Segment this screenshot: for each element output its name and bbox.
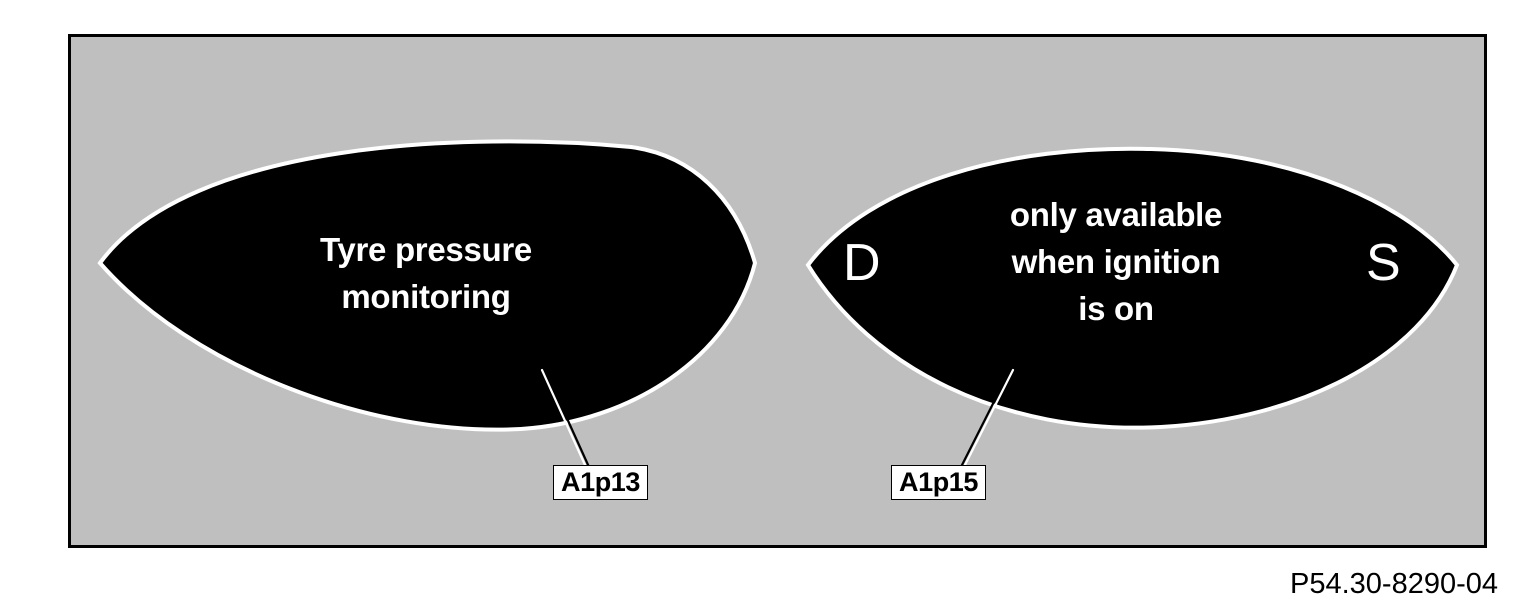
right-display-group: D S only available when ignition is on (71, 37, 1490, 551)
figure-background: Tyre pressure monitoring A1p13 D S (71, 37, 1484, 545)
callout-label-a1p15: A1p15 (899, 467, 979, 497)
figure-frame: Tyre pressure monitoring A1p13 D S (68, 34, 1487, 548)
left-display-lens-shape (97, 139, 758, 432)
right-display-lens-shape (805, 146, 1460, 430)
callout-box-a1p13[interactable]: A1p13 (553, 465, 649, 500)
left-lens-path (97, 139, 758, 432)
right-lens-path (805, 146, 1460, 430)
figure-reference-caption: P54.30-8290-04 (1290, 568, 1498, 600)
callout-box-a1p15[interactable]: A1p15 (891, 465, 987, 500)
callout-label-a1p13: A1p13 (561, 467, 641, 497)
